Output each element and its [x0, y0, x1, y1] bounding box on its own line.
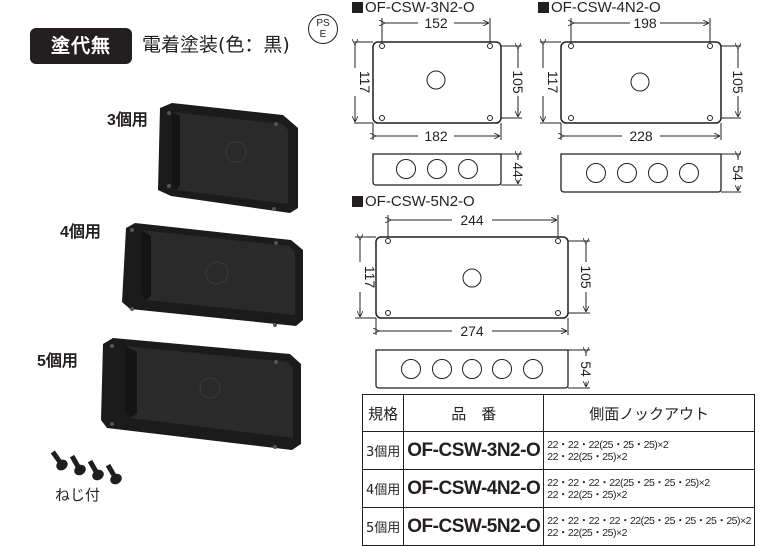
- dim-5-pitch-width: 244: [460, 212, 484, 228]
- knockout-line1: 22・22・22(25・25・25)×2: [547, 438, 669, 451]
- photo-label-4: 4個用: [60, 224, 101, 241]
- row-model: OF-CSW-4N2-O: [403, 469, 545, 508]
- drawing-title-4: OF-CSW-4N2-O: [538, 0, 661, 16]
- table-row: 4個用 OF-CSW-4N2-O 22・22・22・22(25・25・25・25…: [361, 469, 755, 508]
- drawing-5-top: [355, 215, 590, 335]
- bullet-square-icon: [538, 2, 549, 13]
- knockout-line2: 22・22(25・25)×2: [547, 488, 627, 501]
- bullet-square-icon: [352, 196, 363, 207]
- dim-4-outer-width: 228: [629, 128, 653, 144]
- drawing-title-3: OF-CSW-3N2-O: [352, 0, 475, 16]
- knockout-line1: 22・22・22・22(25・25・25・25)×2: [547, 476, 710, 489]
- no-coating-badge: 塗代無: [30, 28, 132, 64]
- table-row: 5個用 OF-CSW-5N2-O 22・22・22・22・22(25・25・25…: [361, 507, 755, 546]
- table-header-row: 規格 品 番 側面ノックアウト: [361, 394, 755, 432]
- header-model: 品 番: [403, 394, 545, 432]
- dim-3-outer-width: 182: [424, 128, 448, 144]
- drawing-model-4: OF-CSW-4N2-O: [551, 0, 661, 16]
- dim-4-depth: 54: [730, 165, 746, 181]
- row-size: 3個用: [361, 431, 405, 470]
- dim-3-outer-height: 117: [357, 71, 373, 94]
- knockout-line2: 22・22(25・25)×2: [547, 526, 627, 539]
- row-model: OF-CSW-3N2-O: [403, 431, 545, 470]
- box-photo-5-gang: [101, 338, 301, 450]
- box-photo-4-gang: [122, 223, 303, 327]
- header-knockout: 側面ノックアウト: [543, 394, 755, 432]
- bullet-square-icon: [352, 2, 363, 13]
- drawing-model-3: OF-CSW-3N2-O: [365, 0, 475, 16]
- header-size: 規格: [361, 394, 405, 432]
- dim-4-pitch-width: 198: [633, 15, 657, 31]
- product-photos: [50, 103, 303, 485]
- dim-3-pitch-width: 152: [424, 15, 448, 31]
- row-model: OF-CSW-5N2-O: [403, 507, 545, 546]
- dim-4-outer-height: 117: [545, 71, 561, 94]
- box-photo-3-gang: [158, 103, 298, 213]
- drawing-model-5: OF-CSW-5N2-O: [365, 193, 475, 210]
- pse-mark-line1: PS: [316, 18, 330, 29]
- pse-mark-icon: PS E: [308, 14, 338, 44]
- drawing-3-side: [372, 154, 522, 186]
- screws-included-label: ねじ付: [55, 486, 101, 504]
- drawing-title-5: OF-CSW-5N2-O: [352, 194, 475, 210]
- drawing-4-top: [540, 18, 741, 140]
- dimension-drawings: 152 182 117 105 44 198 228 117 105 54 24…: [340, 15, 746, 389]
- knockout-line2: 22・22(25・25)×2: [547, 450, 627, 463]
- dim-4-pitch-height: 105: [730, 70, 746, 94]
- dim-3-depth: 44: [510, 162, 526, 178]
- pse-mark-line2: E: [319, 29, 327, 40]
- row-size: 4個用: [361, 469, 405, 508]
- photo-label-3: 3個用: [107, 112, 148, 129]
- drawing-4-side: [560, 154, 741, 193]
- screws-icon: [50, 450, 122, 485]
- photo-label-5: 5個用: [37, 353, 78, 370]
- dim-5-pitch-height: 105: [578, 265, 594, 289]
- coating-description: 電着塗装(色：黒): [142, 34, 290, 56]
- dim-5-outer-width: 274: [460, 323, 484, 339]
- knockout-line1: 22・22・22・22・22(25・25・25・25・25)×2: [547, 514, 751, 527]
- drawing-5-side: [375, 350, 590, 389]
- drawing-3-top: [354, 18, 522, 140]
- row-size: 5個用: [361, 507, 405, 546]
- dim-5-outer-height: 117: [362, 266, 378, 289]
- spec-table: 規格 品 番 側面ノックアウト 3個用 OF-CSW-3N2-O 22・22・2…: [361, 394, 755, 546]
- dim-3-pitch-height: 105: [510, 70, 526, 94]
- dim-5-depth: 54: [578, 361, 594, 377]
